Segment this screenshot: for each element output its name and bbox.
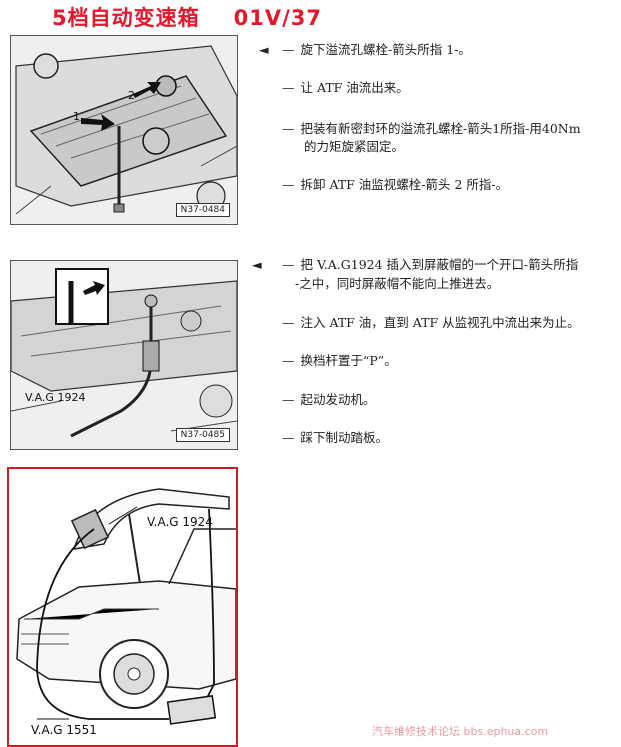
pointer-marker: ◄	[252, 257, 262, 272]
figure-car-connection: V.A.G 1924 V.A.G 1551	[7, 467, 238, 747]
step-1-2: —让 ATF 油流出来。	[282, 80, 409, 95]
step-2-2: —注入 ATF 油，直到 ATF 从监视孔中流出来为止。	[282, 315, 580, 330]
tool-label: V.A.G 1924	[25, 391, 86, 404]
watermark: 汽车维修技术论坛 bbs.ephua.com	[372, 725, 549, 738]
callout-top: V.A.G 1924	[147, 515, 213, 529]
figure-drain-plug: 1 2 N37-0484	[10, 35, 238, 225]
step-2-4: —起动发动机。	[282, 392, 376, 407]
figure-code: N37-0485	[175, 428, 230, 442]
step-2-1: —把 V.A.G1924 插入到屏蔽帽的一个开口-箭头所指	[282, 257, 579, 272]
title-text: 5档自动变速箱	[52, 6, 200, 30]
figure-code: N37-0484	[175, 203, 230, 217]
step-1-3-cont: 的力矩旋紧固定。	[304, 139, 405, 154]
callout-bottom: V.A.G 1551	[31, 723, 97, 737]
step-2-3: —换档杆置于“P”。	[282, 353, 397, 368]
pointer-marker: ◄	[259, 42, 269, 57]
figure-filler-tool-drawing	[11, 261, 237, 449]
arrow-label-1: 1	[73, 110, 80, 123]
step-2-5: —踩下制动踏板。	[282, 430, 389, 445]
figure-drain-plug-drawing	[11, 36, 237, 224]
model-code: 01V/37	[233, 6, 322, 30]
step-1-1: —旋下溢流孔螺栓-箭头所指 1-。	[282, 42, 471, 57]
step-1-3: —把装有新密封环的溢流孔螺栓-箭头1所指-用40Nm	[282, 121, 581, 136]
page-title: 5档自动变速箱 01V/37	[52, 2, 322, 32]
figure-car-drawing	[16, 488, 236, 725]
arrow-label-2: 2	[128, 89, 135, 102]
figure-filler-tool: V.A.G 1924 N37-0485	[10, 260, 238, 450]
step-1-4: —拆卸 ATF 油监视螺栓-箭头 2 所指-。	[282, 177, 509, 192]
step-2-1-cont: -之中，同时屏蔽帽不能向上推进去。	[295, 276, 500, 291]
